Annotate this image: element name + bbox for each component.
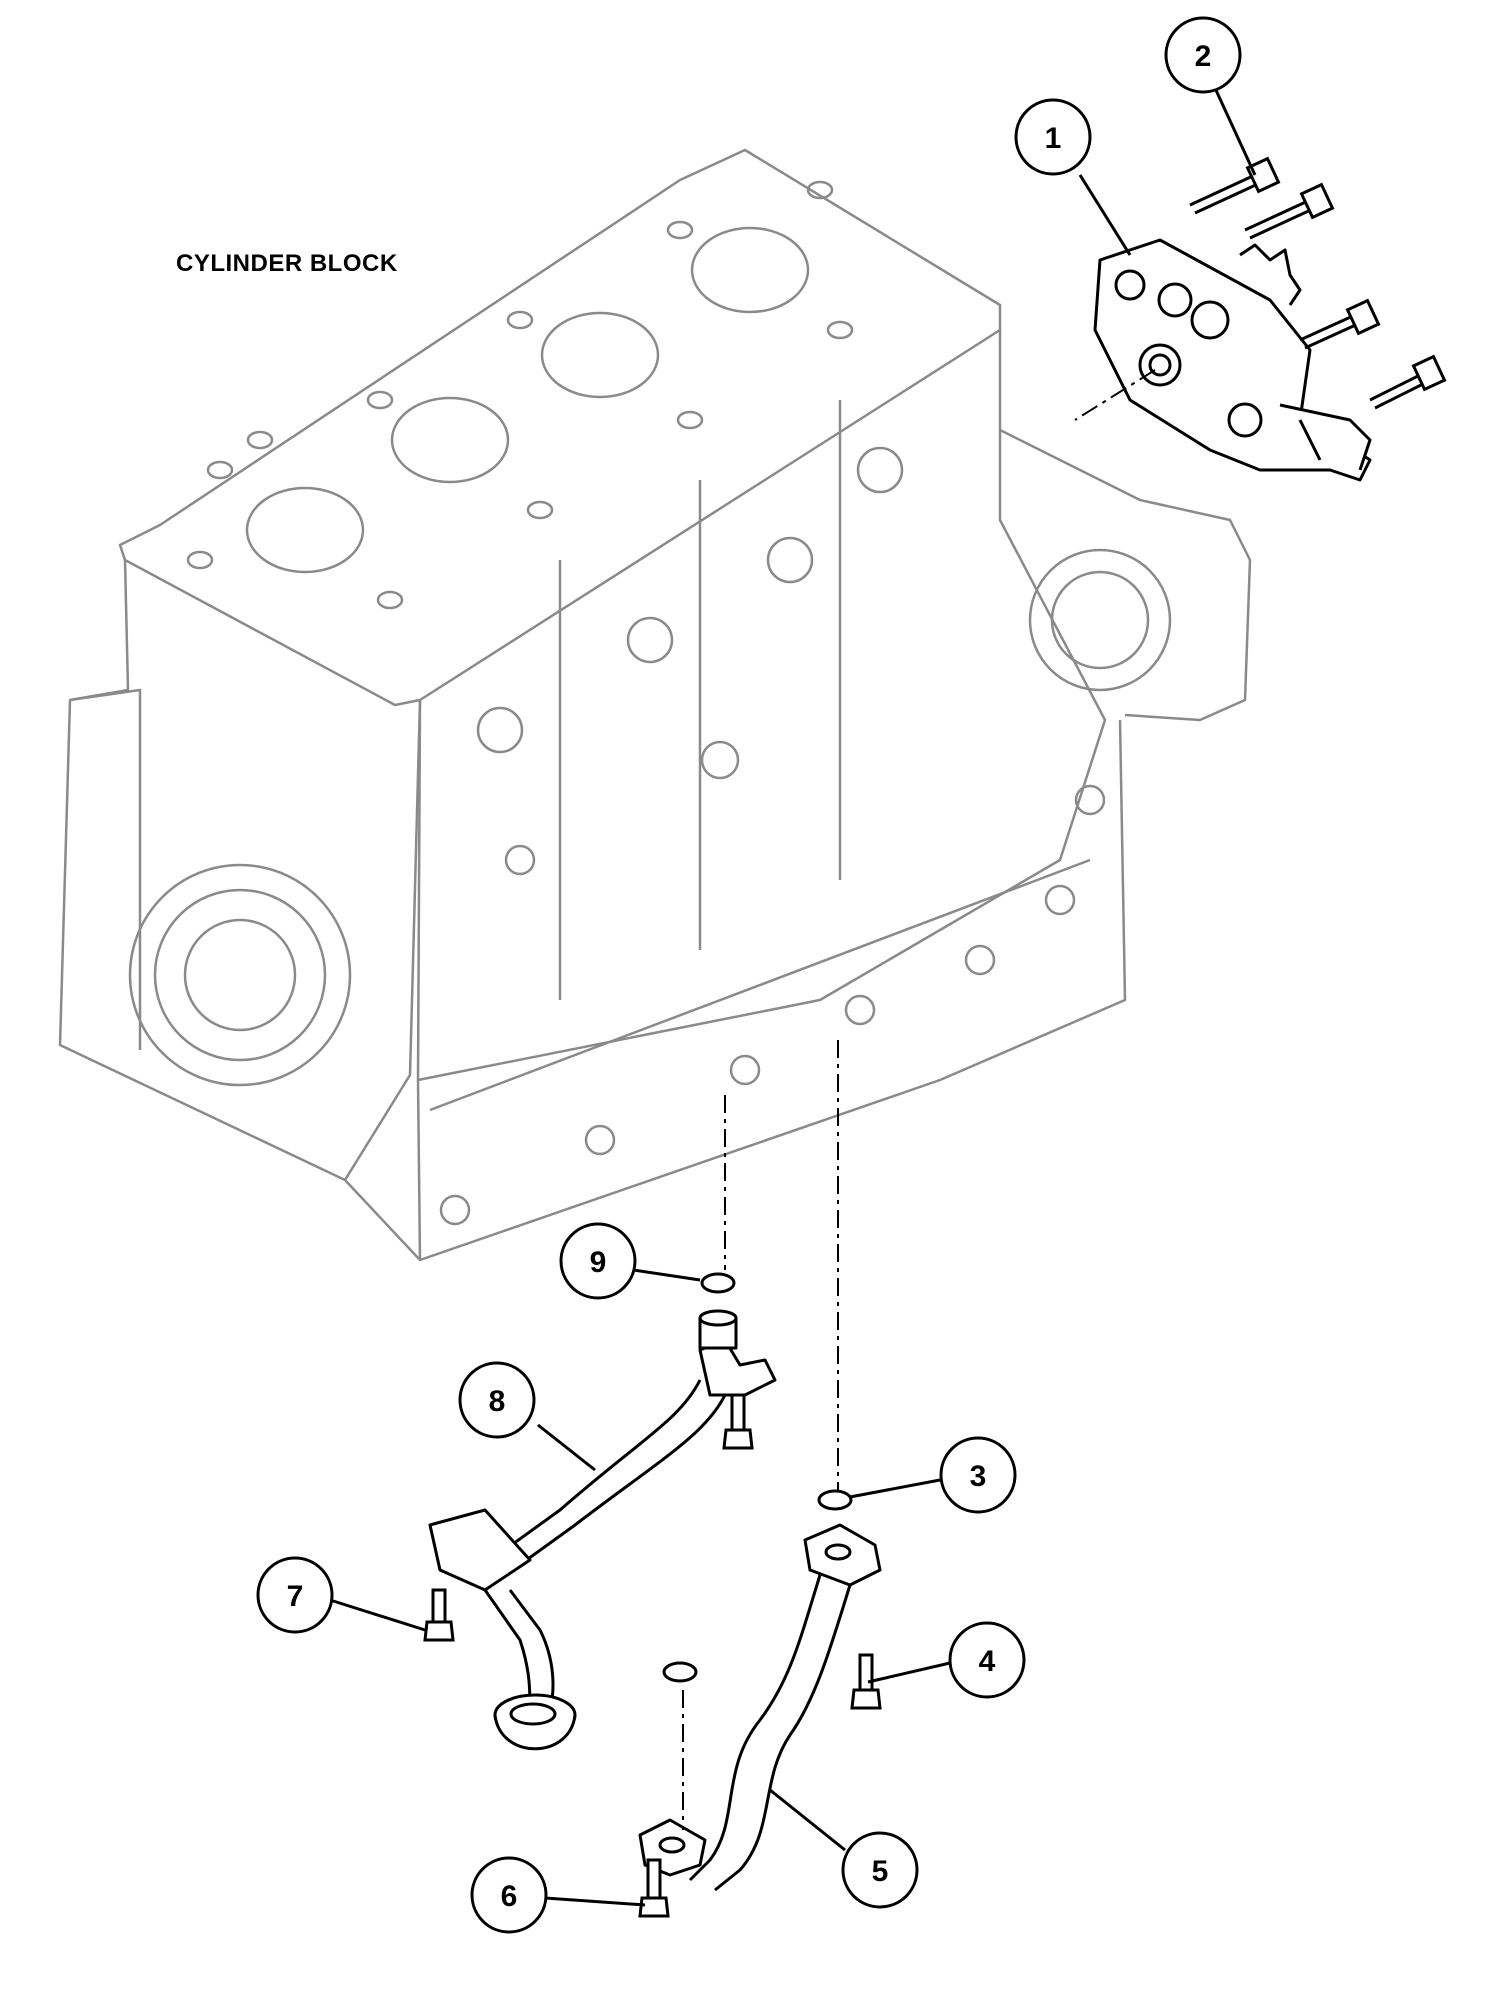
callout-5: 5 — [872, 1855, 889, 1888]
callout-7-circle — [256, 1556, 334, 1634]
callout-5-circle — [841, 1831, 919, 1909]
callout-6: 6 — [501, 1880, 518, 1913]
callout-4: 4 — [979, 1645, 996, 1678]
callout-9-circle — [559, 1222, 637, 1300]
oil-return-tube — [638, 1523, 882, 1892]
callout-1: 1 — [1045, 122, 1062, 155]
o-ring-9 — [700, 1272, 736, 1294]
callout-2-circle — [1164, 16, 1242, 94]
callout-7: 7 — [287, 1580, 304, 1613]
callout-3: 3 — [970, 1460, 987, 1493]
callout-8-circle — [458, 1361, 536, 1439]
return-tube-bolts — [638, 1653, 882, 1918]
cylinder-block — [58, 148, 1252, 1262]
callout-9: 9 — [590, 1246, 607, 1279]
callout-6-circle — [470, 1856, 548, 1934]
cylinder-block-label: CYLINDER BLOCK — [176, 250, 398, 277]
o-ring-3 — [817, 1489, 853, 1511]
callout-numbers: 1 2 3 4 5 6 7 8 9 — [287, 40, 1212, 1913]
callout-3-circle — [939, 1436, 1017, 1514]
tube-bolts — [423, 1393, 754, 1642]
pump-bolts — [1189, 156, 1447, 410]
callouts — [256, 16, 1257, 1934]
oil-pump — [1093, 238, 1372, 482]
assembly-line-pump — [1074, 369, 1156, 421]
callout-1-circle — [1014, 98, 1092, 176]
callout-4-circle — [948, 1621, 1026, 1699]
oil-pickup-tube — [428, 1309, 777, 1751]
callout-2: 2 — [1195, 40, 1212, 73]
o-ring-lower — [662, 1661, 698, 1683]
callout-8: 8 — [489, 1385, 506, 1418]
